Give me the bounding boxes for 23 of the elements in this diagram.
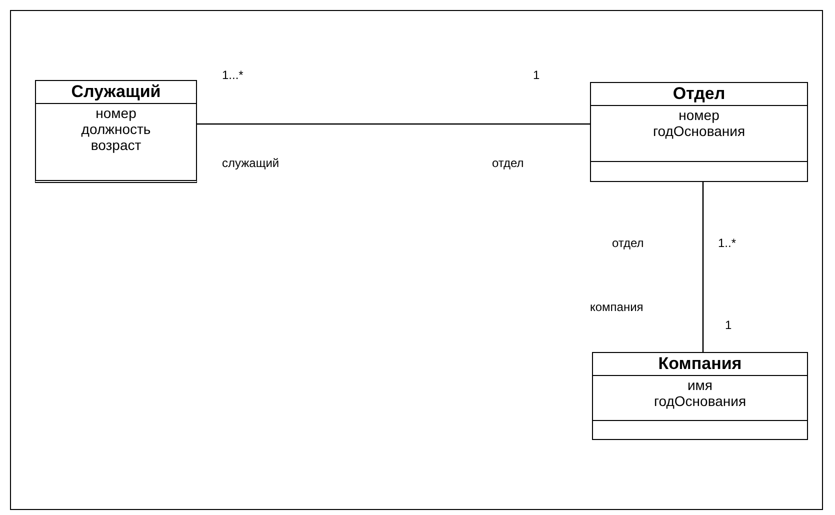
class-box: [35, 80, 197, 183]
attribute-text: должность: [80, 121, 152, 137]
role-label: служащий: [222, 156, 280, 170]
role-label: отдел: [492, 156, 524, 170]
role-label: компания: [590, 300, 644, 314]
attribute-text: номер: [94, 105, 138, 121]
multiplicity-label: 1..*: [718, 236, 736, 250]
multiplicity-label: 1...*: [222, 68, 244, 82]
attribute-text: годОснования: [652, 393, 748, 409]
class-name: Компания: [593, 353, 807, 376]
attribute-text: возраст: [90, 137, 142, 153]
class-box: [590, 82, 808, 182]
multiplicity-label: 1: [725, 318, 732, 332]
multiplicity-label: 1: [533, 68, 540, 82]
attribute-text: номер: [678, 107, 720, 123]
role-label: отдел: [612, 236, 644, 250]
attribute-text: имя: [686, 377, 714, 393]
association-line: [702, 182, 704, 352]
class-name: Служащий: [36, 81, 196, 104]
class-box: [592, 352, 808, 440]
association-line: [197, 123, 590, 125]
attribute-text: годОснования: [652, 123, 746, 139]
class-name: Отдел: [591, 83, 807, 106]
